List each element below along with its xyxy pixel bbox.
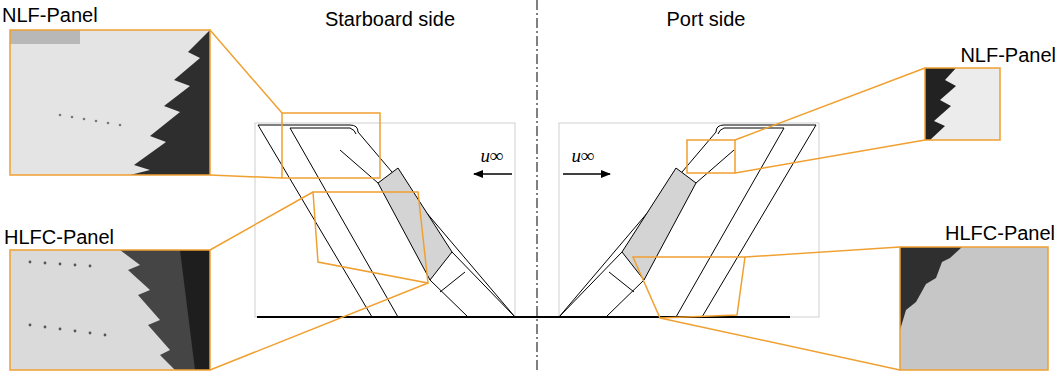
side-label: Port side (667, 8, 746, 30)
panel-leader (10, 30, 1048, 370)
panel-heading: NLF-Panel (2, 4, 98, 26)
panel-heading: NLF-Panel (960, 44, 1056, 66)
tail-frame (255, 123, 515, 317)
photo-hlfc-port (900, 247, 1048, 370)
panel-heading: HLFC-Panel (945, 222, 1055, 244)
nlf-panel-photo: NLF-Panel (925, 68, 1000, 140)
symmetry-line (537, 0, 538, 371)
photo-nlf-port (925, 68, 1000, 140)
hlfc-panel-photo: HLFC-Panel (900, 247, 1048, 370)
flow-velocity: u∞ (480, 145, 503, 167)
nlf-panel-photo: NLF-Panel (10, 30, 210, 175)
photo-nlf-starboard (10, 30, 210, 175)
flow-arrow (474, 173, 512, 174)
photo-hlfc-starboard (10, 250, 210, 370)
vertical-tail (258, 125, 515, 317)
vertical-tail (559, 125, 816, 317)
flow-velocity: u∞ (571, 145, 594, 167)
tail-frame (559, 123, 819, 317)
flow-arrow (563, 173, 610, 174)
hlfc-panel-photo: HLFC-Panel (10, 250, 210, 370)
panel-heading: HLFC-Panel (4, 226, 114, 248)
side-label: Starboard side (325, 8, 455, 30)
